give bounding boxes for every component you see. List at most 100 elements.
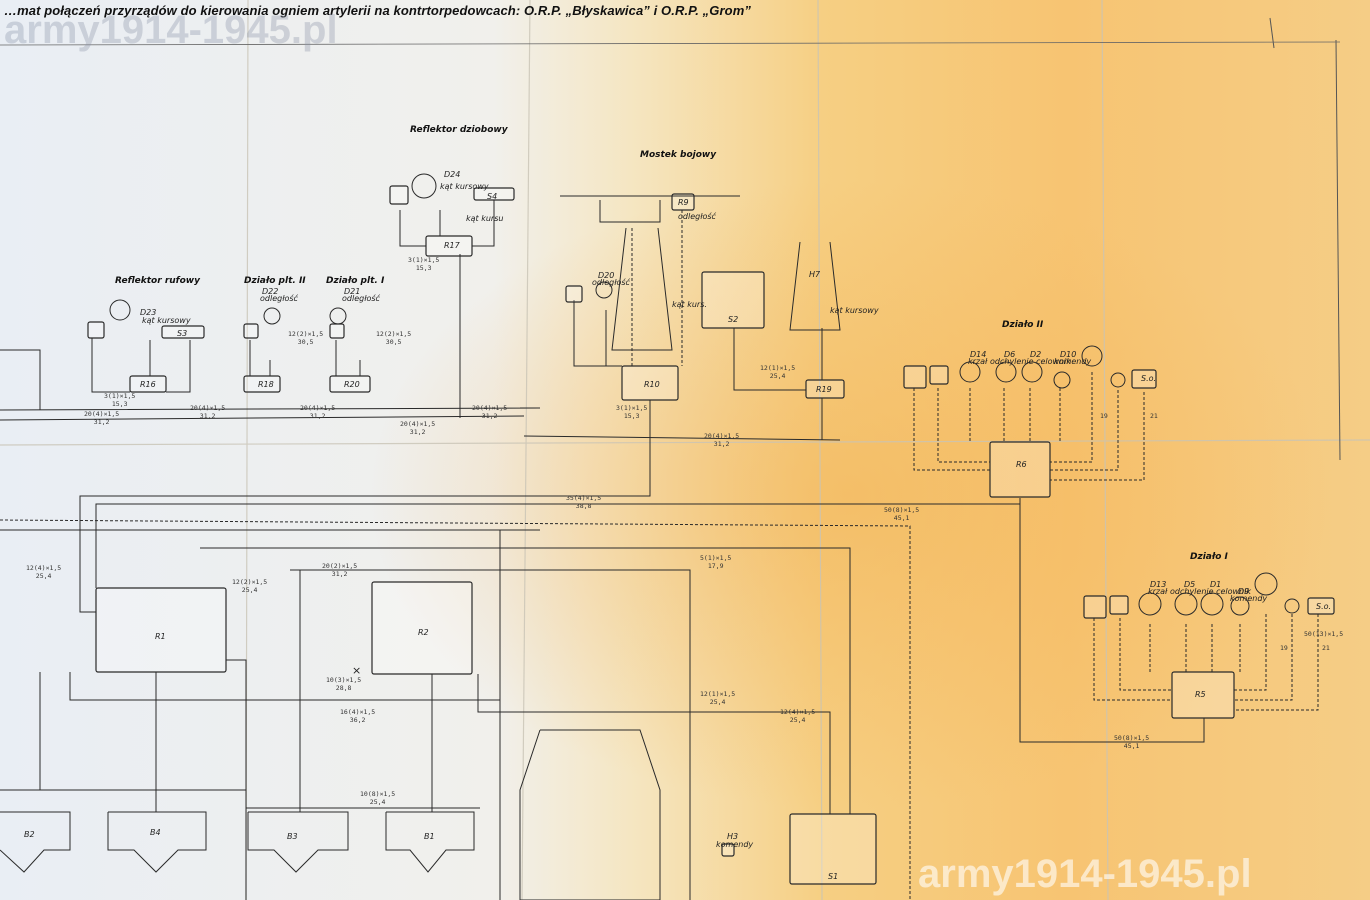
- box-gauge-ii: [929, 365, 949, 385]
- label-kat-kurs: kąt kurs.: [672, 300, 707, 309]
- instrument-d6-dial: [995, 361, 1017, 383]
- label-komendy-ii: komendy: [1054, 357, 1092, 366]
- wire-i-7: [1234, 614, 1267, 691]
- label-odchylenie-ii: odchylenie celownik: [990, 357, 1071, 366]
- box-label-b1: B1: [424, 832, 435, 841]
- wire-r1-bottom: [69, 672, 500, 701]
- wire-ii-7: [1050, 372, 1093, 463]
- label-kat-kursu: kąt kursu: [466, 214, 504, 223]
- junction-box-r1: [95, 587, 227, 673]
- label-d23: D23: [140, 308, 157, 317]
- instrument-d10-dial: [1053, 371, 1071, 389]
- wire-ii-2: [937, 388, 990, 463]
- box-gauge-r17: [389, 185, 409, 205]
- selector-s1: [789, 813, 877, 885]
- label-dzialo-plt-1: Działo plt. I: [326, 276, 385, 286]
- wire-i-1: [1093, 618, 1172, 701]
- label-d10: D10: [1060, 350, 1077, 359]
- label-komendy: komendy: [716, 840, 754, 849]
- label-reflektor-rufowy: Reflektor rufowy: [115, 276, 200, 286]
- wire-r1-s-mid: [290, 569, 691, 900]
- wire-r5-r6: [1019, 504, 1205, 743]
- wire-ii-1: [913, 388, 990, 471]
- box-label-r10: R10: [644, 380, 660, 389]
- watermark-bottom: army1914-1945.pl: [918, 852, 1252, 896]
- label-odleglosc-d22: odległość: [260, 294, 298, 303]
- wire-r2-s1-2: [477, 674, 831, 814]
- label-krzal-i: krzał: [1148, 587, 1168, 596]
- label-d24: D24: [444, 170, 461, 179]
- instrument-d13-dial: [1138, 592, 1162, 616]
- label-so-i: S.o.: [1316, 602, 1332, 611]
- label-dzialo-ii: Działo II: [1002, 320, 1044, 330]
- cable-label-21-ii: 21: [1150, 412, 1158, 420]
- label-kat-kursowy-r19: kąt kursowy: [830, 306, 879, 315]
- bus-top-left: [0, 407, 541, 411]
- wire-i-8: [1234, 614, 1293, 701]
- wire-s3b: [166, 340, 191, 393]
- label-d21: D21: [344, 287, 361, 296]
- box-label-h7: H7: [809, 270, 821, 279]
- box-label-r20: R20: [344, 380, 360, 389]
- box-telephone-i: [1083, 595, 1107, 619]
- instrument-d20-dial: [595, 281, 613, 299]
- wire-ref-dz-1: [399, 210, 426, 247]
- label-mostek-bojowy: Mostek bojowy: [640, 150, 717, 160]
- director-b1: [385, 811, 475, 873]
- instrument-d9-dial: [1230, 596, 1250, 616]
- label-x-mark: ×: [352, 664, 362, 677]
- box-label-s3: S3: [177, 329, 188, 338]
- junction-box-r18: [243, 375, 281, 393]
- box-label-b2: B2: [24, 830, 35, 839]
- box-label-r2: R2: [418, 628, 429, 637]
- box-label-r18: R18: [258, 380, 274, 389]
- label-so-ii: S.o.: [1141, 374, 1157, 383]
- label-odleglosc-bridge: odległość: [678, 212, 716, 221]
- wire-ii-9: [1050, 392, 1145, 481]
- instrument-d14-dial: [959, 361, 981, 383]
- box-label-r9: R9: [678, 198, 689, 207]
- cable-label-50x13: 50(13)×1,5: [1304, 630, 1344, 638]
- label-kat-kursowy-r17: kąt kursowy: [440, 182, 489, 191]
- wire-ref-rufowy: [0, 349, 41, 410]
- wire-d20-r10: [573, 300, 622, 367]
- box-label-s2: S2: [728, 315, 739, 324]
- box-label-r1: R1: [155, 632, 166, 641]
- wire-i-2: [1119, 618, 1172, 691]
- selector-s2: [701, 271, 765, 329]
- junction-box-r2: [371, 581, 473, 675]
- wire-s2-r19: [733, 328, 806, 391]
- box-label-h3: H3: [727, 832, 739, 841]
- label-odleglosc-d21: odległość: [342, 294, 380, 303]
- instrument-d21-dial: [329, 307, 347, 325]
- director-b2: [0, 811, 71, 873]
- box-telephone-ii: [903, 365, 927, 389]
- box-gauge-s3: [87, 321, 105, 339]
- junction-box-r5: [1171, 671, 1235, 719]
- label-krzal-ii: krzał: [968, 357, 988, 366]
- cable-label-19-ii: 19: [1100, 412, 1108, 420]
- box-label-r17: R17: [444, 241, 460, 250]
- searchlight-tower-h7: [789, 241, 841, 331]
- bus-top-right: [523, 435, 841, 441]
- label-d5: D5: [1184, 580, 1196, 589]
- director-b4: [107, 811, 207, 873]
- bridge-mount: [599, 200, 661, 223]
- director-b3: [247, 811, 349, 873]
- bus-top-left-2: [0, 415, 525, 421]
- bridge-tower: [611, 227, 673, 351]
- box-label-s1: S1: [828, 872, 839, 881]
- instrument-d23-lamp: [109, 299, 131, 321]
- box-h3: [721, 843, 735, 857]
